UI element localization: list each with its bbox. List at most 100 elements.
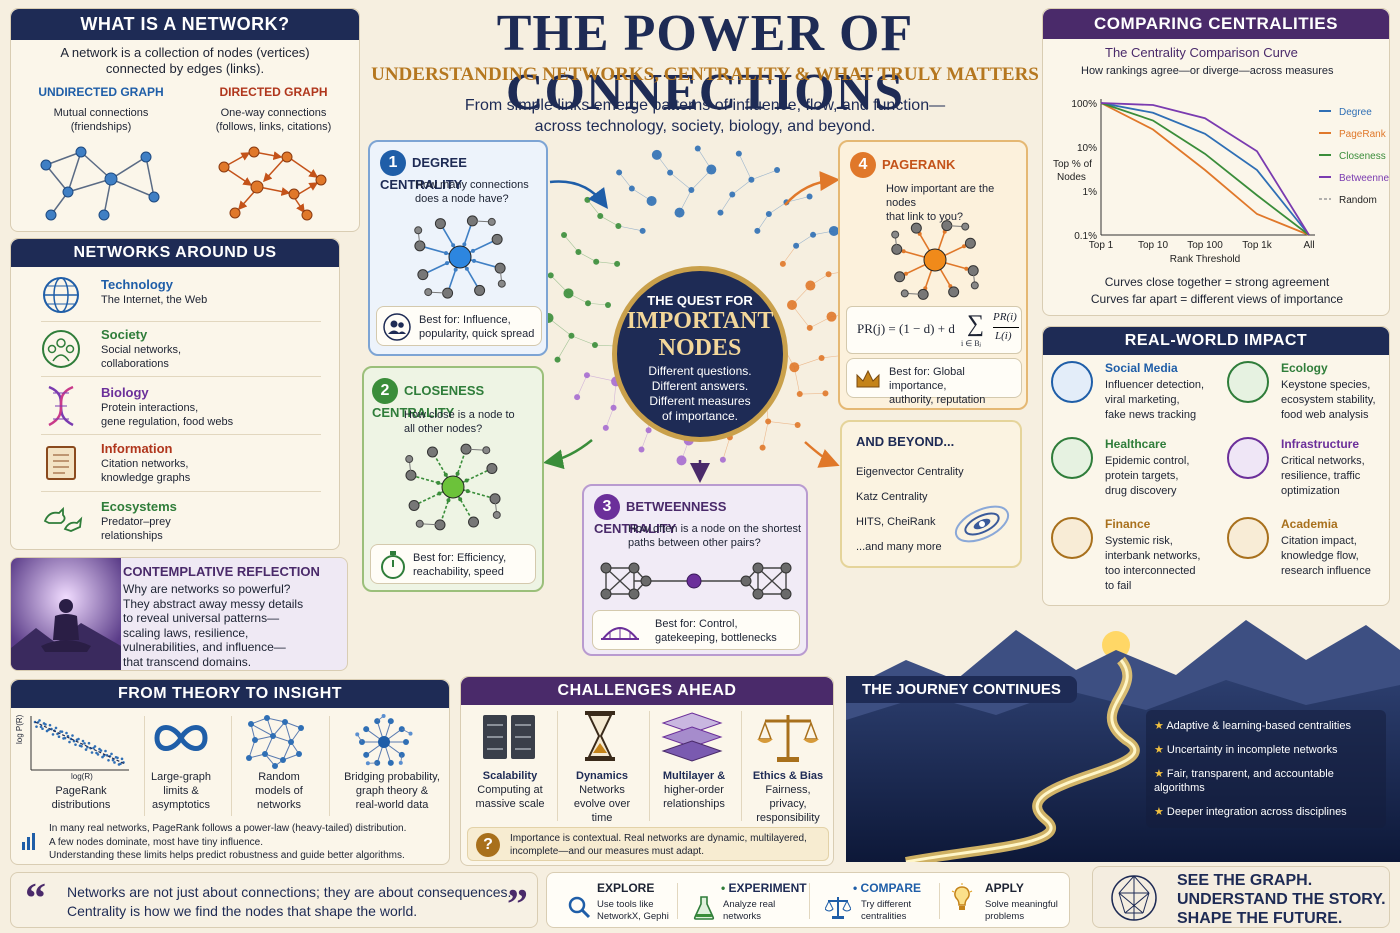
directed-graph-icon [218, 146, 326, 221]
journey-header: THE JOURNEY CONTINUES [846, 676, 1077, 703]
impact-header: REAL-WORLD IMPACT [1043, 327, 1389, 355]
arrow-head [465, 489, 470, 494]
closeness-best-for: Best for: Efficiency,reachability, speed [370, 544, 536, 584]
y-axis-label: Top % of [1053, 159, 1092, 170]
data-point [71, 734, 74, 737]
y-tick-label: 10% [1077, 143, 1097, 154]
data-point [99, 749, 103, 752]
network-node [568, 332, 575, 339]
network-edge [618, 172, 633, 189]
pagerank-best-for: Best for: Global importance,authority, r… [846, 358, 1022, 406]
theory-header: FROM THEORY TO INSIGHT [11, 680, 449, 708]
network-edge [762, 421, 769, 448]
data-point [116, 756, 119, 760]
network-node [706, 164, 717, 175]
network-node [825, 271, 832, 278]
arrow-head [444, 261, 449, 266]
network-edge [782, 245, 797, 265]
network-node [575, 249, 582, 256]
infinity-icon [154, 725, 208, 751]
data-point [90, 751, 94, 754]
star-icon: ★ [1154, 806, 1167, 818]
data-point [48, 723, 52, 727]
network-node [602, 424, 609, 431]
y-axis-label: Nodes [1057, 172, 1086, 183]
arrow-head [464, 478, 469, 483]
node [398, 726, 405, 733]
challenges-header: CHALLENGES AHEAD [461, 677, 833, 705]
data-point [38, 719, 41, 722]
edge [272, 735, 292, 743]
data-point [111, 758, 115, 762]
data-point [54, 726, 58, 730]
network-node [628, 185, 635, 192]
arrow-head [464, 266, 469, 271]
server-icon [483, 715, 535, 759]
bridge-icon [1227, 437, 1269, 479]
data-point [104, 749, 107, 753]
edge [250, 723, 274, 737]
legend-label: Betweenness [1339, 173, 1390, 184]
center-node [448, 245, 472, 269]
star-icon: ★ [1154, 720, 1167, 732]
node [900, 289, 909, 298]
network-node [754, 227, 761, 234]
network-edge [605, 407, 614, 428]
intro-text: From simple links emerge patterns of inf… [464, 97, 946, 135]
node [298, 725, 304, 731]
arrow-head [964, 266, 969, 271]
undirected-graph-icon [40, 146, 160, 221]
network-edge [757, 213, 770, 232]
network-node [688, 186, 695, 193]
network-edge [768, 421, 798, 426]
node [408, 731, 413, 736]
journey-panel: THE JOURNEY CONTINUES ★ Adaptive & learn… [846, 676, 1400, 862]
pagerank-formula: PR(j) = (1 − d) + d ∑ i ∈ Bⱼ PR(i) L(i) [846, 306, 1022, 354]
network-node [638, 446, 645, 453]
data-point [41, 727, 44, 730]
book-icon [46, 446, 76, 480]
network-node [765, 211, 772, 218]
series-line-pagerank [1100, 102, 1310, 236]
slogan-panel: SEE THE GRAPH.UNDERSTAND THE STORY.SHAPE… [1092, 866, 1390, 928]
quest-badge: THE QUEST FOR IMPORTANT NODES Different … [612, 266, 788, 442]
data-point [39, 725, 43, 729]
node [374, 759, 381, 766]
hub-node [378, 736, 390, 748]
data-point [65, 731, 68, 735]
arrow-head [472, 258, 477, 263]
undirected-graph: UNDIRECTED GRAPH Mutual connections (fri… [16, 85, 186, 227]
lightbulb-icon [951, 883, 973, 910]
center-node [441, 475, 465, 499]
legend-label: PageRank [1339, 129, 1387, 140]
network-node [774, 167, 781, 174]
page-subtitle: UNDERSTANDING NETWORKS, CENTRALITY & WHA… [371, 64, 1039, 85]
network-edge [786, 196, 810, 203]
arrow-head [903, 271, 908, 276]
center-node [923, 248, 947, 272]
arrow-head [451, 243, 456, 248]
network-node [615, 222, 622, 229]
pagerank-star-icon [891, 220, 979, 300]
reflection-title: CONTEMPLATIVE REFLECTION [123, 564, 320, 579]
fit-line [34, 721, 126, 765]
graduation-cap-icon [1227, 517, 1269, 559]
network-edge [722, 437, 731, 460]
network-edge [587, 302, 609, 306]
network-node [674, 207, 685, 218]
data-point [44, 723, 47, 726]
edge [254, 735, 274, 741]
question-icon: ? [476, 833, 500, 857]
network-edge [732, 179, 752, 195]
node [434, 218, 446, 230]
data-point [110, 752, 113, 756]
quote-panel: “ Networks are not just about connection… [10, 872, 538, 928]
network-node [806, 324, 813, 331]
node [415, 519, 424, 528]
data-point [80, 744, 83, 748]
